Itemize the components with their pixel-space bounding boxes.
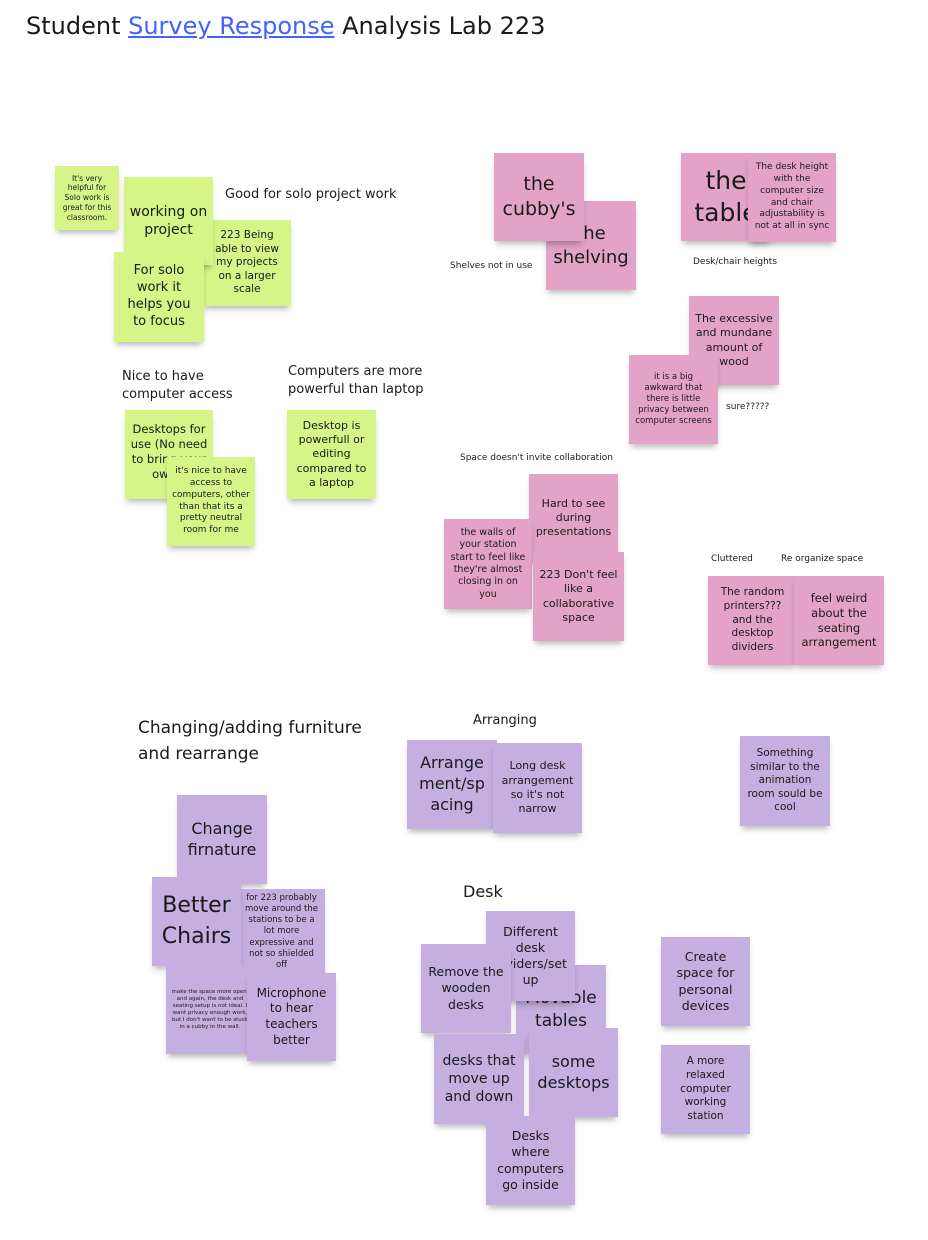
note-arrangement-spacing[interactable]: Arrange ment/sp acing: [407, 740, 497, 829]
note-move-stations[interactable]: for 223 probably move around the station…: [238, 889, 325, 975]
note-remove-wooden[interactable]: Remove the wooden desks: [421, 944, 511, 1033]
note-microphone[interactable]: Microphone to hear teachers better: [247, 973, 336, 1061]
note-walls-closing[interactable]: the walls of your station start to feel …: [444, 519, 532, 609]
note-make-space-open[interactable]: make the space more open, and again, the…: [166, 966, 254, 1054]
note-nice-access[interactable]: it's nice to have access to computers, o…: [167, 457, 255, 546]
note-for-solo[interactable]: For solo work it helps you to focus: [114, 252, 204, 342]
label-furniture[interactable]: Changing/adding furniture and rearrange: [138, 718, 362, 764]
note-being-able[interactable]: 223 Being able to view my projects on a …: [203, 220, 291, 306]
label-reorganize[interactable]: Re organize space: [781, 554, 864, 564]
note-desks-inside[interactable]: Desks where computers go inside: [486, 1116, 575, 1205]
board-title: Student Survey Response Analysis Lab 223: [26, 10, 545, 42]
label-arranging[interactable]: Arranging: [473, 713, 537, 728]
note-relaxed-station[interactable]: A more relaxed computer working station: [661, 1045, 750, 1134]
title-prefix: Student: [26, 12, 129, 40]
note-awkward-privacy[interactable]: it is a big awkward that there is little…: [629, 355, 718, 444]
note-personal-devices[interactable]: Create space for personal devices: [661, 937, 750, 1026]
note-some-desktops[interactable]: some desktops: [529, 1028, 618, 1117]
label-cluttered[interactable]: Cluttered: [711, 554, 753, 564]
note-desktop-powerful[interactable]: Desktop is powerfull or editing compared…: [287, 410, 376, 499]
note-random-printers[interactable]: The random printers??? and the desktop d…: [708, 576, 797, 665]
note-animation-room[interactable]: Something similar to the animation room …: [740, 736, 830, 826]
label-solo-work[interactable]: Good for solo project work: [225, 187, 397, 202]
label-shelves[interactable]: Shelves not in use: [450, 261, 533, 271]
note-long-desk[interactable]: Long desk arrangement so it's not narrow: [493, 743, 582, 833]
note-helpful-solo[interactable]: It's very helpful for Solo work is great…: [55, 166, 119, 230]
note-desks-move[interactable]: desks that move up and down: [434, 1034, 524, 1124]
note-feel-weird[interactable]: feel weird about the seating arrangement: [794, 576, 884, 665]
label-desk[interactable]: Desk: [463, 882, 503, 901]
note-working-project[interactable]: working on project: [124, 177, 213, 265]
label-computer-access[interactable]: Nice to have computer access: [122, 369, 233, 402]
survey-response-link[interactable]: Survey Response: [128, 12, 335, 40]
note-cubbys[interactable]: the cubby's: [494, 153, 584, 241]
label-sure[interactable]: sure?????: [726, 402, 770, 412]
note-desk-height[interactable]: The desk height with the computer size a…: [748, 153, 836, 242]
label-collaboration[interactable]: Space doesn't invite collaboration: [460, 453, 613, 463]
note-hard-to-see[interactable]: Hard to see during presentations: [529, 474, 618, 562]
note-change-furniture[interactable]: Change firnature: [177, 795, 267, 884]
note-not-collaborative[interactable]: 223 Don't feel like a collaborative spac…: [533, 552, 624, 641]
title-suffix: Analysis Lab 223: [334, 12, 546, 40]
label-computers-powerful[interactable]: Computers are more powerful than laptop: [288, 364, 424, 397]
label-desk-heights[interactable]: Desk/chair heights: [693, 257, 778, 267]
note-better-chairs[interactable]: Better Chairs: [152, 877, 241, 966]
